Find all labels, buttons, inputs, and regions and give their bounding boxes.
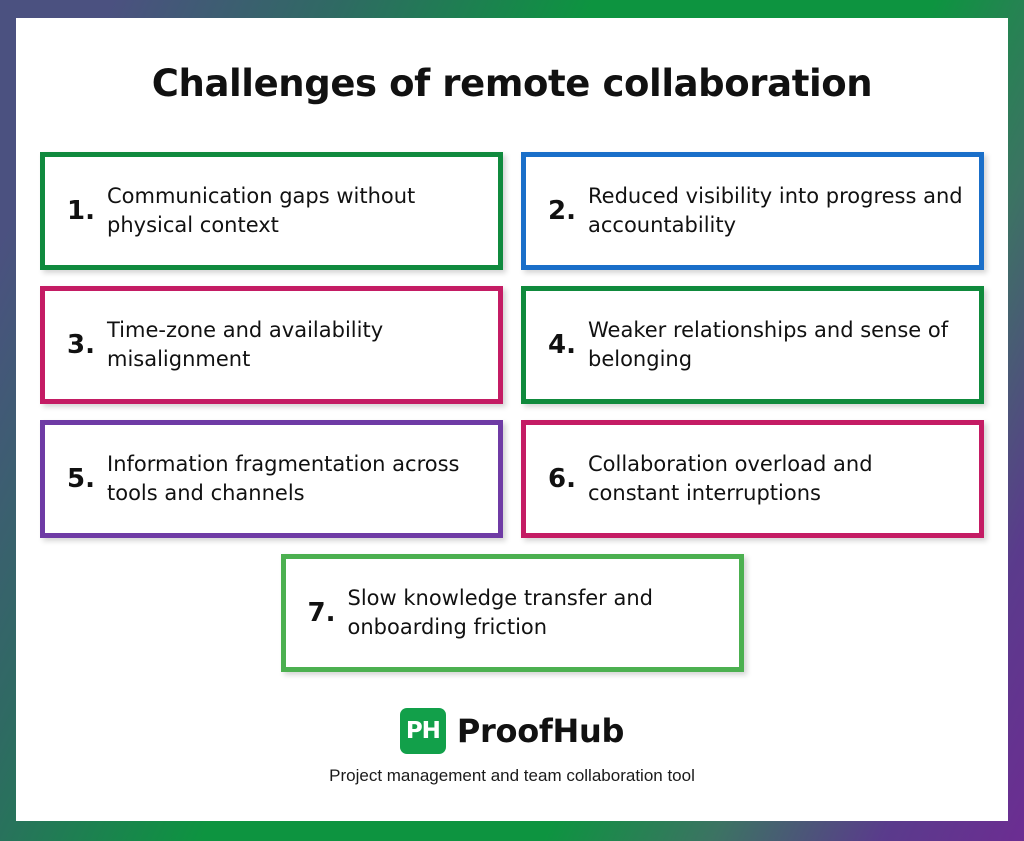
challenge-card-2[interactable]: 2. Reduced visibility into progress and … (521, 152, 984, 270)
challenge-card-7[interactable]: 7. Slow knowledge transfer and onboardin… (280, 554, 744, 672)
card-number: 6. (548, 464, 576, 494)
card-text: Communication gaps without physical cont… (107, 184, 416, 237)
card-row-2: 3. Time-zone and availability misalignme… (40, 286, 984, 404)
challenge-card-5[interactable]: 5. Information fragmentation across tool… (40, 420, 503, 538)
proofhub-logo-icon: PH (399, 708, 446, 754)
card-number: 4. (548, 330, 576, 360)
brand-name: ProofHub (456, 712, 625, 750)
card-row-1: 1. Communication gaps without physical c… (40, 152, 984, 270)
brand-lockup[interactable]: PH ProofHub (399, 708, 625, 754)
card-row-3: 5. Information fragmentation across tool… (40, 420, 984, 538)
card-number: 1. (67, 196, 95, 226)
card-row-4: 7. Slow knowledge transfer and onboardin… (40, 554, 984, 672)
challenge-card-6[interactable]: 6. Collaboration overload and constant i… (521, 420, 984, 538)
card-text: Collaboration overload and constant inte… (588, 452, 873, 505)
page-title: Challenges of remote collaboration (151, 62, 873, 105)
card-number: 7. (307, 598, 336, 628)
card-text: Information fragmentation across tools a… (107, 452, 460, 505)
card-number: 5. (67, 464, 95, 494)
footer: PH ProofHub Project management and team … (16, 708, 1008, 786)
card-number: 3. (67, 330, 95, 360)
brand-tagline: Project management and team collaboratio… (329, 766, 695, 785)
challenge-card-4[interactable]: 4. Weaker relationships and sense of bel… (521, 286, 984, 404)
card-text: Slow knowledge transfer and onboarding f… (347, 586, 653, 639)
infographic-canvas: Challenges of remote collaboration 1. Co… (16, 18, 1008, 821)
challenge-card-list: 1. Communication gaps without physical c… (40, 152, 984, 688)
challenge-card-1[interactable]: 1. Communication gaps without physical c… (40, 152, 503, 270)
card-number: 2. (548, 196, 576, 226)
card-text: Reduced visibility into progress and acc… (588, 184, 963, 237)
challenge-card-3[interactable]: 3. Time-zone and availability misalignme… (40, 286, 503, 404)
card-text: Time-zone and availability misalignment (107, 318, 384, 371)
card-text: Weaker relationships and sense of belong… (588, 318, 949, 371)
